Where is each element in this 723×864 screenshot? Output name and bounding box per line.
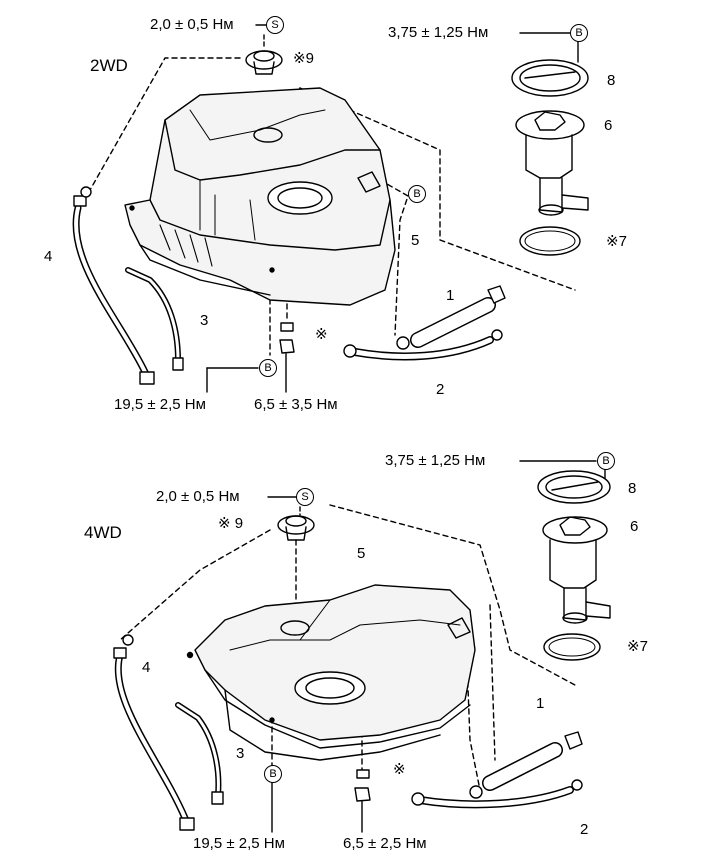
torque-pump-cover-4wd: 3,75 ± 1,25 Нм bbox=[385, 452, 486, 469]
pipe-3-4wd bbox=[175, 702, 224, 805]
part-star-label-4wd: ※ bbox=[393, 761, 406, 778]
torque-filler-cap-4wd: 2,0 ± 0,5 Нм bbox=[156, 488, 240, 505]
hose-4-2wd bbox=[72, 186, 155, 385]
pipe-2-4wd bbox=[411, 779, 583, 809]
part-8-label-2wd: 8 bbox=[607, 72, 616, 89]
part-9-label-4wd: ※ 9 bbox=[218, 515, 244, 532]
pump-cover-4wd bbox=[537, 470, 611, 504]
variant-label-2wd: 2WD bbox=[90, 56, 128, 75]
part-star-label-2wd: ※ bbox=[315, 326, 328, 343]
mark-b2-2wd: B bbox=[408, 185, 426, 203]
part-2-label-2wd: 2 bbox=[436, 381, 445, 398]
mark-b3-2wd: B bbox=[259, 359, 277, 377]
part-9-label-2wd: ※9 bbox=[293, 50, 314, 67]
fuel-tank-4wd bbox=[186, 584, 476, 761]
part-1-label-4wd: 1 bbox=[536, 695, 545, 712]
diagram-4wd bbox=[113, 460, 611, 833]
part-7-label-4wd: ※7 bbox=[627, 638, 648, 655]
mark-b-2wd: B bbox=[570, 24, 588, 42]
torque-tank-bolt-4wd: 19,5 ± 2,5 Нм bbox=[193, 835, 285, 852]
pump-cover-2wd bbox=[511, 59, 589, 97]
part-3-label-2wd: 3 bbox=[200, 312, 209, 329]
fuel-tank-2wd bbox=[124, 87, 396, 306]
part-6-label-2wd: 6 bbox=[604, 117, 613, 134]
torque-pump-cover-2wd: 3,75 ± 1,25 Нм bbox=[388, 24, 489, 41]
pipe-2-2wd bbox=[343, 329, 503, 361]
hose-4-4wd bbox=[113, 634, 195, 831]
part-7-label-2wd: ※7 bbox=[606, 233, 627, 250]
torque-drain-plug-4wd: 6,5 ± 2,5 Нм bbox=[343, 835, 427, 852]
gasket-4wd bbox=[543, 633, 601, 661]
gasket-2wd bbox=[519, 226, 581, 256]
fuel-pump-2wd bbox=[515, 110, 589, 216]
mark-s-4wd: S bbox=[296, 488, 314, 506]
fuel-pump-4wd bbox=[542, 516, 611, 624]
diagram-2wd bbox=[72, 24, 589, 393]
mark-s-2wd: S bbox=[266, 16, 284, 34]
part-4-label-4wd: 4 bbox=[142, 659, 151, 676]
torque-drain-plug-2wd: 6,5 ± 3,5 Нм bbox=[254, 396, 338, 413]
pipe-3-2wd bbox=[125, 267, 184, 371]
drain-plug-4wd bbox=[354, 769, 371, 802]
variant-label-4wd: 4WD bbox=[84, 523, 122, 542]
torque-filler-cap-2wd: 2,0 ± 0,5 Нм bbox=[150, 16, 234, 33]
part-5-label-2wd: 5 bbox=[411, 232, 420, 249]
torque-tank-bolt-2wd: 19,5 ± 2,5 Нм bbox=[114, 396, 206, 413]
part-6-label-4wd: 6 bbox=[630, 518, 639, 535]
filler-cap-2wd bbox=[245, 50, 283, 75]
filler-cap-4wd bbox=[277, 515, 315, 541]
part-1-label-2wd: 1 bbox=[446, 287, 455, 304]
drain-plug-2wd bbox=[279, 322, 295, 354]
hose-1-4wd bbox=[482, 731, 583, 791]
mark-b-4wd: B bbox=[597, 452, 615, 470]
part-8-label-4wd: 8 bbox=[628, 480, 637, 497]
part-4-label-2wd: 4 bbox=[44, 248, 53, 265]
part-3-label-4wd: 3 bbox=[236, 745, 245, 762]
part-2-label-4wd: 2 bbox=[580, 821, 589, 838]
hose-1-2wd bbox=[410, 285, 506, 348]
part-5-label-4wd: 5 bbox=[357, 545, 366, 562]
mark-b2-4wd: B bbox=[264, 765, 282, 783]
